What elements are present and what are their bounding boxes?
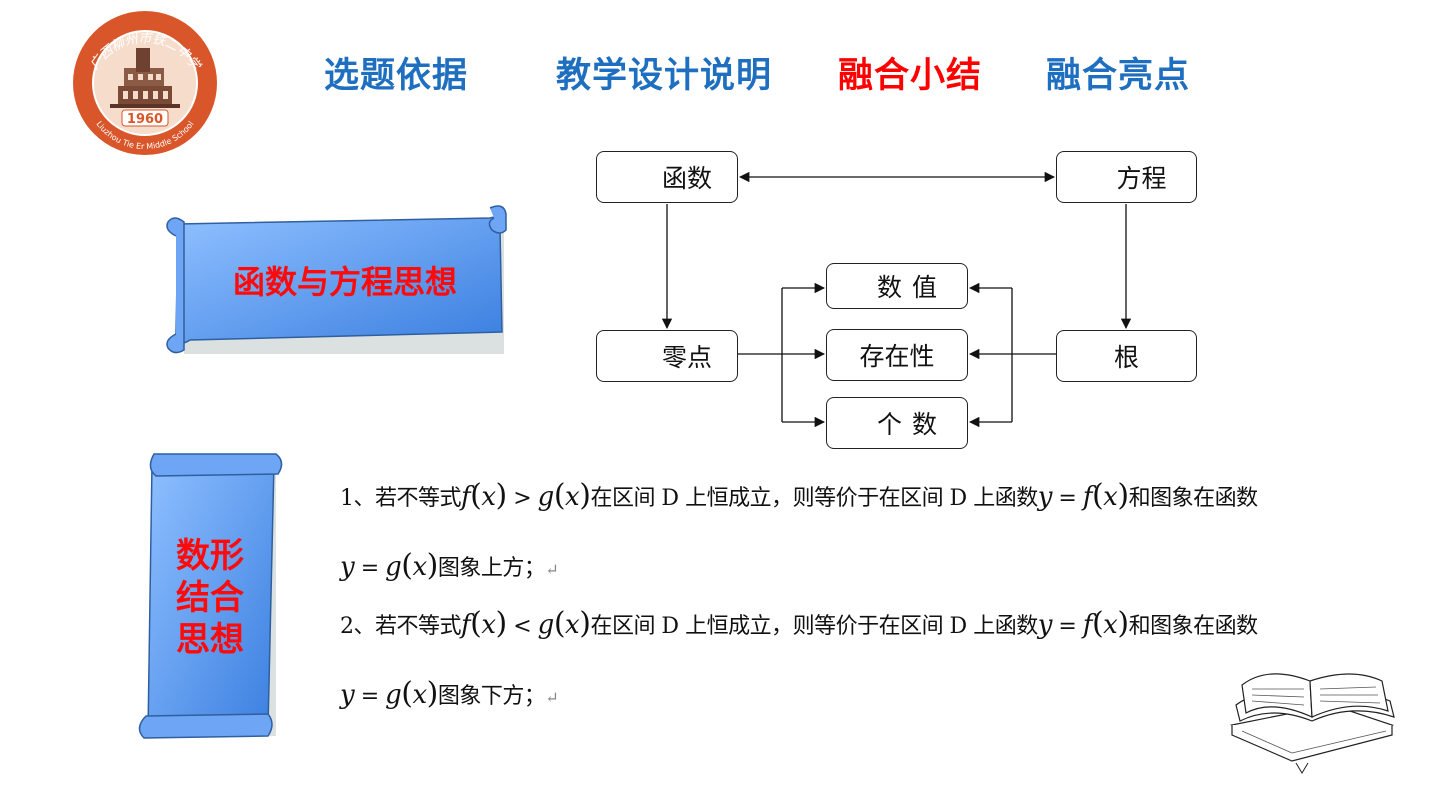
line4-text: 图象下方； [437,684,546,709]
node-cunzaixing: 存在性 [826,329,968,381]
line3-mid: 在区间 D 上恒成立，则等价于在区间 D 上函数 [590,614,1038,639]
line1-relation: > [513,486,532,511]
banner-function-equation: 函数与方程思想 [232,263,457,301]
line3-prefix: 2、若不等式 [340,614,462,639]
line1-prefix: 1、若不等式 [340,486,462,511]
scroll-banner-icon [138,453,283,739]
line1-mid: 在区间 D 上恒成立，则等价于在区间 D 上函数 [590,486,1038,511]
node-lingdian: 零点 [596,330,738,382]
node-shuzhi: 数值 [826,263,968,309]
banner2-line-1: 数形 [176,536,244,576]
banner2-line-2: 结合 [176,578,244,618]
function-equation-diagram: 函数 方程 零点 根 数值 存在性 个数 [580,140,1220,470]
node-gen: 根 [1056,330,1197,382]
logo-year: 1960 [127,112,163,127]
statement-line-4: y = g(x)图象下方；↵ [340,676,559,711]
line3-tail: 和图象在函数 [1128,614,1259,639]
banner2-line-3: 思想 [176,620,244,660]
statement-line-3: 2、若不等式f(x) < g(x)在区间 D 上恒成立，则等价于在区间 D 上函… [340,606,1258,641]
line3-relation: < [513,614,532,639]
banner-shuxing-jiehe: 数形 结合 思想 [160,535,260,661]
scroll-banner-icon [166,205,507,354]
paragraph-mark: ↵ [545,560,559,579]
node-hanshu: 函数 [596,151,738,203]
statement-line-1: 1、若不等式f(x) > g(x)在区间 D 上恒成立，则等价于在区间 D 上函… [340,478,1258,513]
open-books-icon [1229,673,1395,774]
tab-xuanti-yiju[interactable]: 选题依据 [324,56,469,96]
tab-ronghe-xiaojie[interactable]: 融合小结 [838,56,983,96]
node-fangcheng: 方程 [1056,151,1197,203]
diagram-connectors [661,171,1132,428]
school-logo-icon: 1960 广西柳州市铁二中学 Liuzhou Tie Er Middle Sch… [73,11,217,155]
line2-text: 图象上方； [437,556,546,581]
tab-ronghe-liangdian[interactable]: 融合亮点 [1046,56,1191,96]
tab-jiaoxue-sheji[interactable]: 教学设计说明 [556,56,773,96]
statement-line-2: y = g(x)图象上方；↵ [340,548,559,583]
node-geshu: 个数 [826,397,968,449]
paragraph-mark: ↵ [545,688,559,707]
line1-tail: 和图象在函数 [1128,486,1259,511]
